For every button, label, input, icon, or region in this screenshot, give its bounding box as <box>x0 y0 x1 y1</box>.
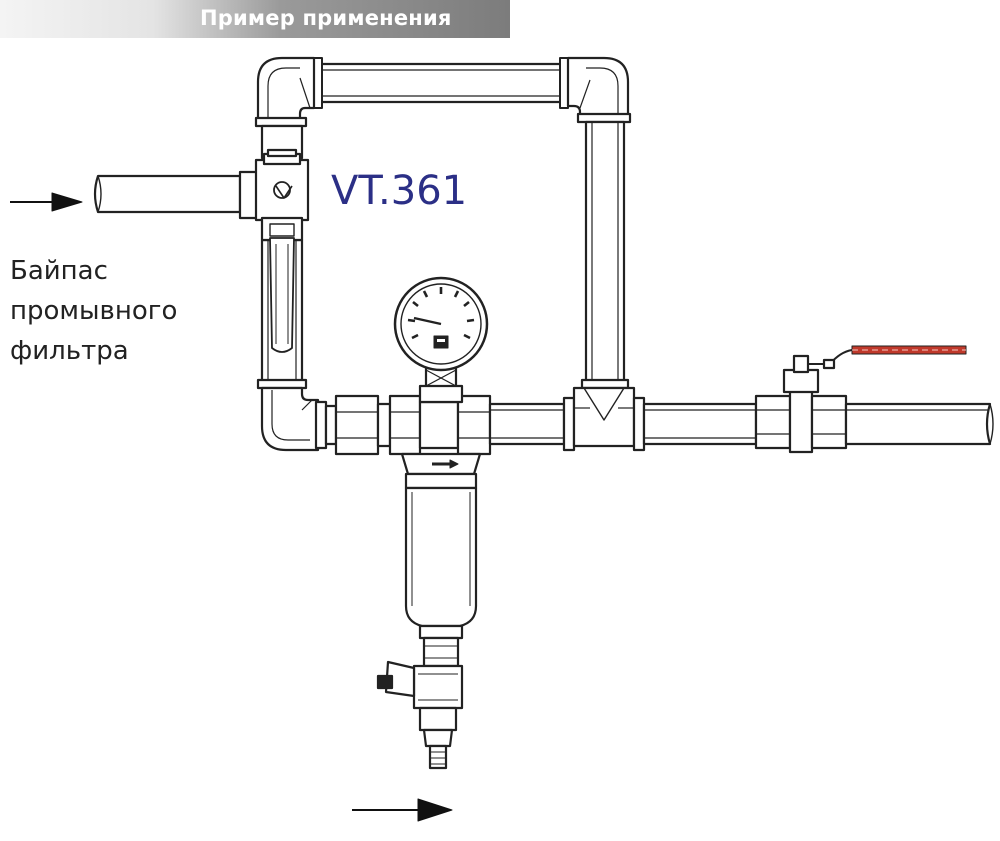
bypass-label-line-2: промывного <box>10 296 178 326</box>
pressure-gauge-icon <box>393 276 489 372</box>
bypass-label-line-1: Байпас <box>10 256 108 286</box>
outlet-pipe-segment <box>642 402 758 446</box>
elbow-top-left <box>254 56 316 128</box>
model-label: VT.361 <box>331 168 468 214</box>
filter-bowl <box>400 452 482 628</box>
elbow-top-right <box>566 56 632 124</box>
top-pipe <box>313 57 569 109</box>
final-outlet-pipe <box>844 402 994 446</box>
filter-head <box>388 366 492 456</box>
header-banner: Пример применения <box>0 0 510 38</box>
outlet-arrow-icon <box>352 798 453 822</box>
elbow-bottom-left <box>260 386 320 452</box>
page-title: Пример применения <box>200 6 452 30</box>
middle-pipe <box>488 402 566 446</box>
valve-handle <box>851 345 967 355</box>
bypass-valve-vt361 <box>238 148 310 353</box>
drain-valve <box>376 624 464 770</box>
inlet-pipe <box>93 174 242 214</box>
bypass-label: Байпас промывного фильтра <box>10 251 177 371</box>
inlet-arrow-icon <box>10 192 83 212</box>
right-vertical-pipe <box>580 120 630 390</box>
tee-fitting <box>562 386 646 452</box>
bypass-label-line-3: фильтра <box>10 336 129 366</box>
ball-valve <box>754 349 853 454</box>
union-coupling <box>314 394 392 456</box>
